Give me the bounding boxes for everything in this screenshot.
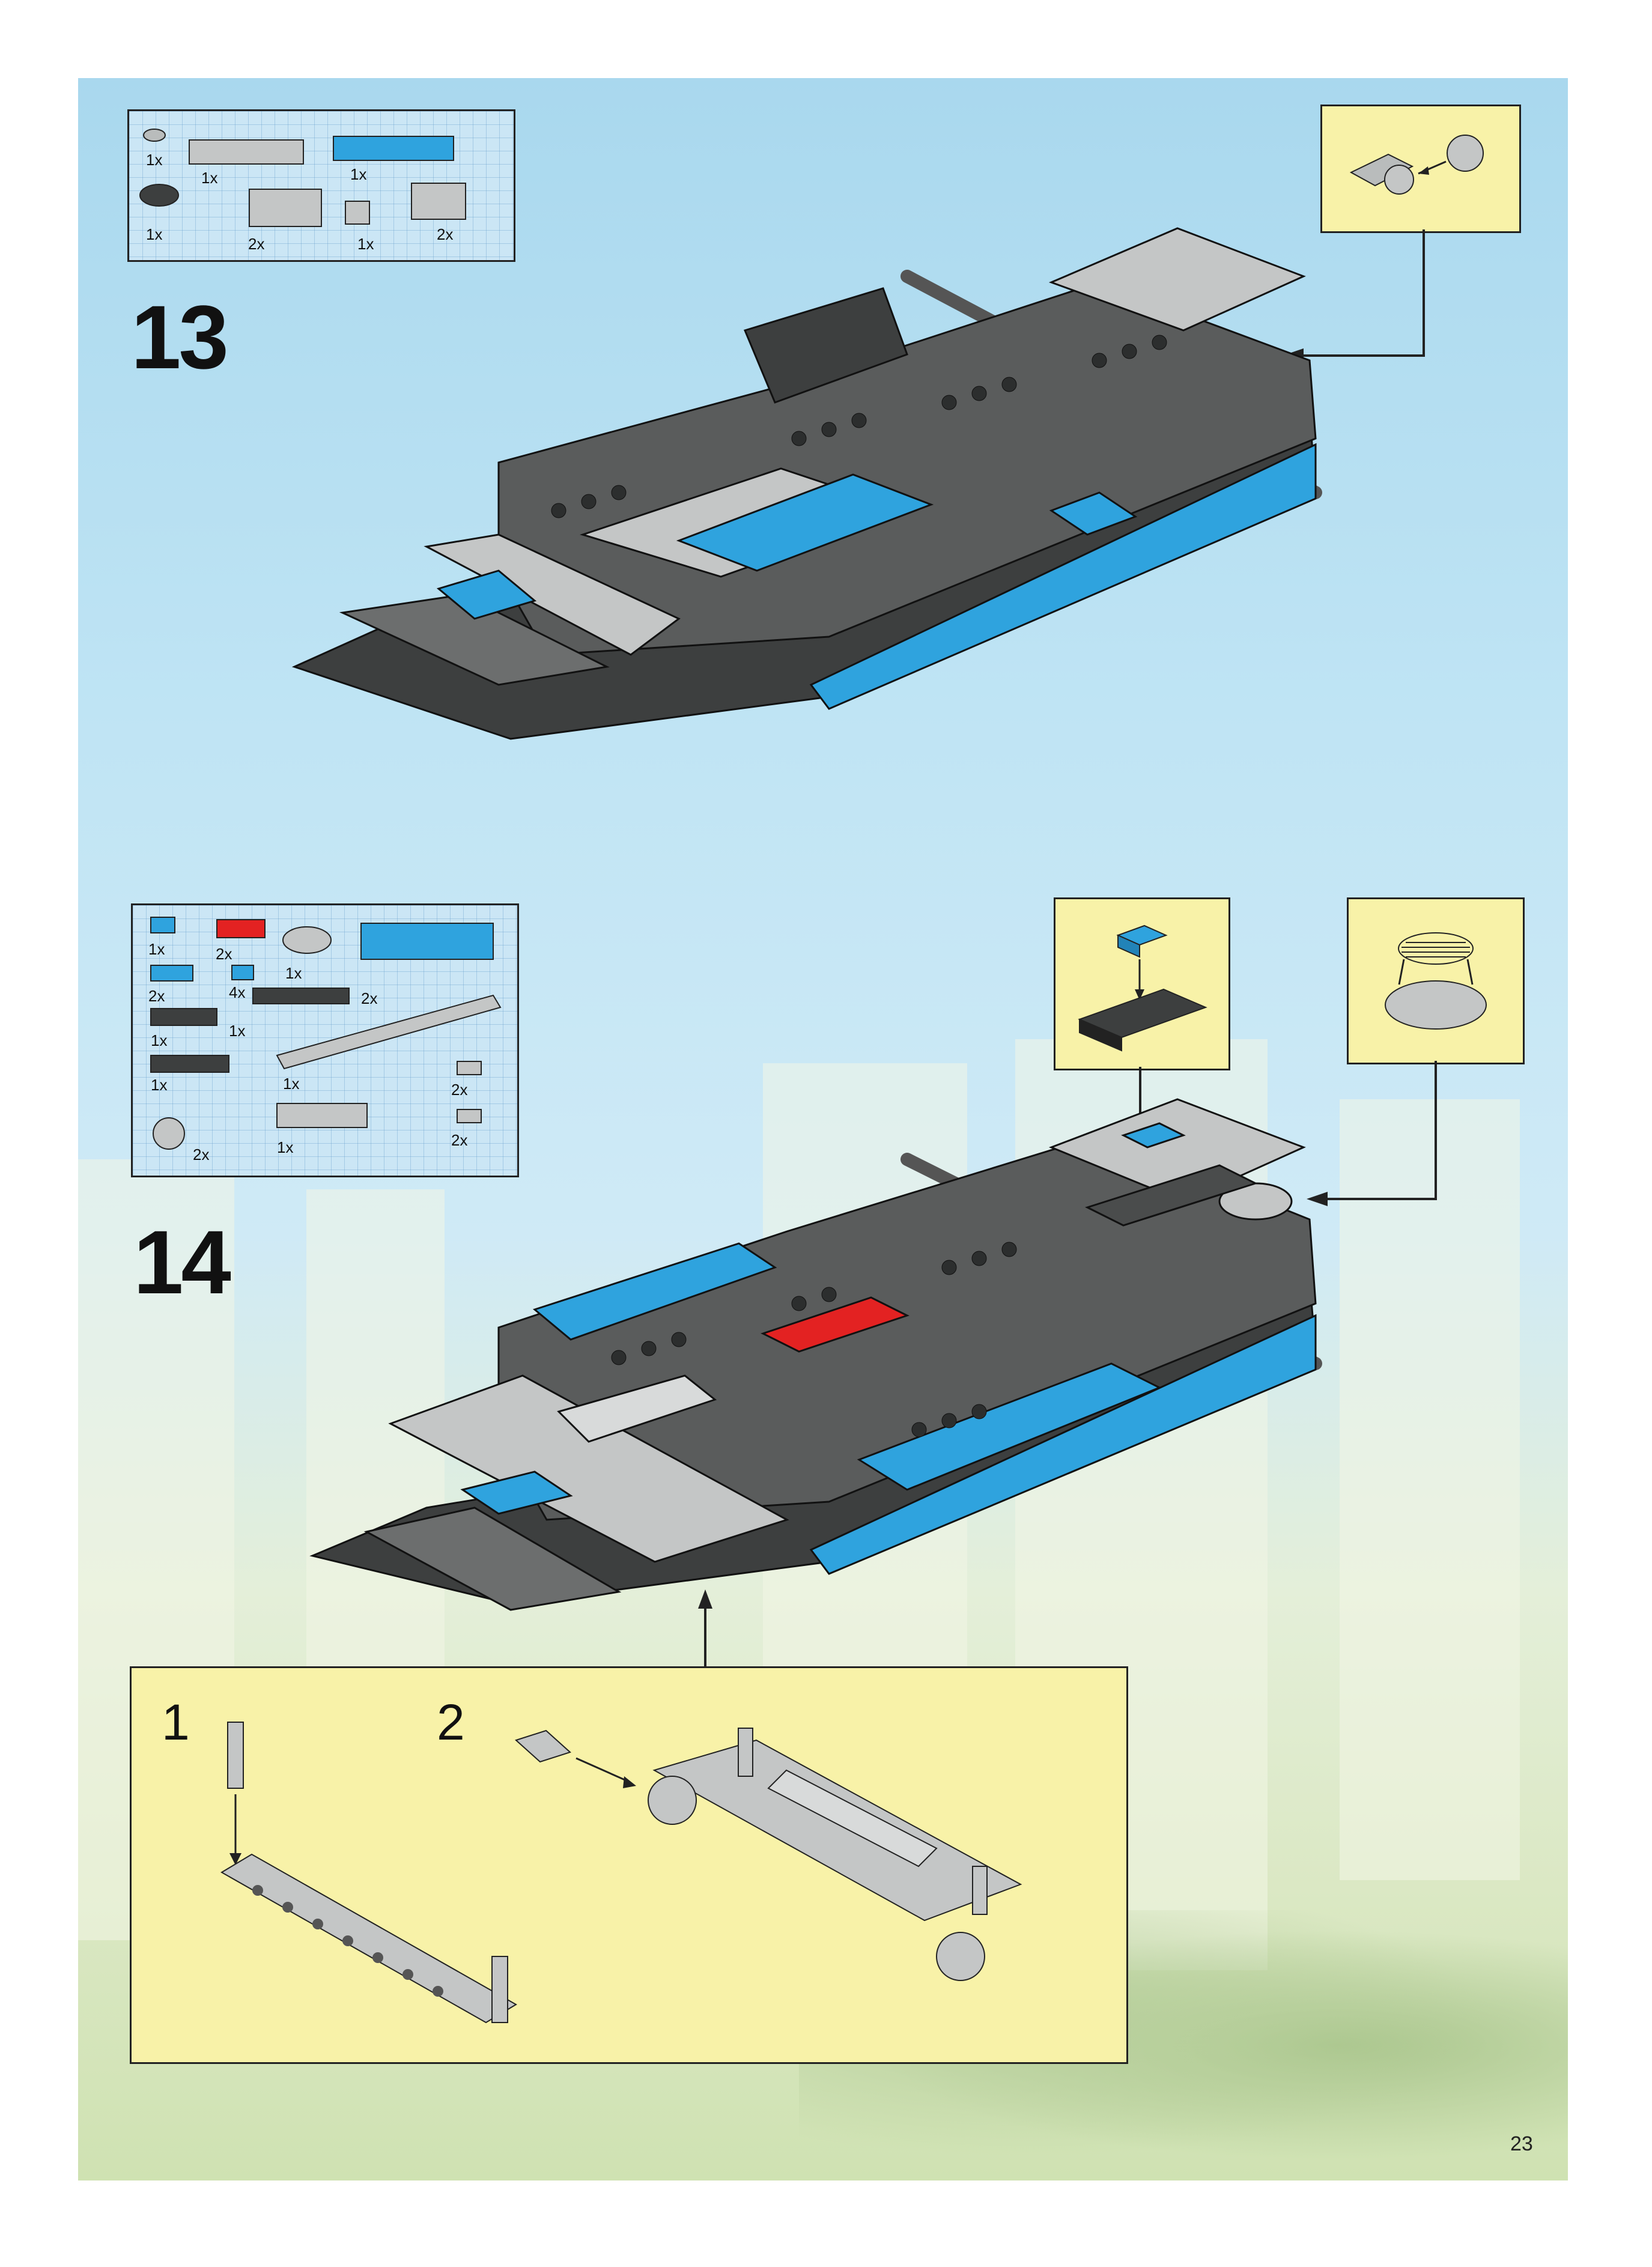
part-qty: 2x — [248, 235, 265, 253]
part-qty: 1x — [229, 1022, 246, 1040]
studs — [611, 1242, 1017, 1437]
callout-leader — [1298, 229, 1425, 357]
steering-rack — [652, 1739, 1022, 1922]
part-qty: 4x — [229, 983, 246, 1001]
leader-arrowhead — [698, 1589, 712, 1609]
steering-assembly — [388, 1374, 789, 1563]
substep-number: 1 — [162, 1694, 190, 1750]
step13-parts-art — [139, 129, 466, 227]
part-qty: 2x — [148, 987, 165, 1005]
steering-arm — [424, 533, 681, 656]
detail-art — [1078, 924, 1207, 1052]
step14-model — [309, 1061, 1437, 1666]
blue-plate — [676, 473, 934, 572]
friction-pin — [738, 1728, 753, 1777]
part-qty: 1x — [151, 1076, 168, 1094]
red-plate — [761, 1296, 910, 1353]
part-qty: 2x — [451, 1081, 468, 1099]
instruction-page: 1x 1x 1x 1x 2x 1x 2x 13 — [78, 78, 1568, 2181]
part-qty: 1x — [350, 165, 367, 183]
step14-substeps-callout: 1 2 — [130, 1666, 1128, 2064]
step13-parts-list: 1x 1x 1x 1x 2x 1x 2x — [127, 109, 515, 262]
part-qty: 1x — [201, 169, 218, 187]
part-qty: 2x — [193, 1146, 210, 1164]
step14-parts-art — [150, 917, 502, 1150]
grey-plate — [1048, 1098, 1306, 1203]
grille-lines — [1401, 942, 1470, 957]
substeps-art — [220, 1722, 1022, 2024]
friction-pin — [491, 1956, 508, 2023]
page-number: 23 — [1510, 2132, 1533, 2155]
part-qty: 2x — [216, 945, 232, 963]
part-qty: 1x — [357, 235, 374, 253]
part-qty: 2x — [437, 225, 454, 243]
step14-detail-callout-plate — [1054, 897, 1230, 1070]
step13-detail-callout — [1320, 105, 1521, 233]
chassis-blue-edge — [809, 443, 1317, 710]
axle-pin — [515, 1729, 571, 1763]
dark-brick — [743, 287, 908, 404]
technic-liftarm — [220, 1853, 517, 2024]
front-wedge — [363, 1507, 622, 1611]
step-number: 13 — [131, 287, 229, 387]
step14-parts-list: 1x 2x 1x 2x 4x 2x 1x 1x 1x 2x 1x 2x 1x 2… — [131, 903, 519, 1177]
blue-plate — [1121, 1122, 1186, 1149]
dark-tile — [1085, 1164, 1258, 1227]
friction-pin — [227, 1722, 244, 1789]
step-number: 14 — [133, 1212, 231, 1313]
front-wedge — [339, 593, 610, 686]
grey-plate — [1048, 227, 1306, 332]
gear-rack — [767, 1769, 938, 1868]
part-qty: 1x — [146, 151, 163, 169]
leader-arrowhead — [1307, 1192, 1328, 1206]
part-qty: 1x — [148, 940, 165, 958]
detail-art — [1385, 932, 1487, 1030]
blue-side-brick — [532, 1242, 777, 1341]
steering-knuckle — [936, 1932, 985, 1981]
gear-rack — [557, 1374, 717, 1443]
background-building — [1340, 1099, 1520, 1880]
friction-pin — [972, 1866, 988, 1915]
step13-model — [291, 227, 1425, 740]
part-qty: 2x — [361, 989, 378, 1007]
callout-leader — [1322, 1061, 1437, 1200]
part-qty: 1x — [283, 1075, 300, 1093]
part-qty: 1x — [151, 1031, 168, 1049]
part-qty: 1x — [285, 964, 302, 982]
chassis-blue-edge — [809, 1314, 1317, 1575]
detail-art — [1349, 135, 1484, 195]
part-qty: 1x — [277, 1138, 294, 1156]
steering-knuckle — [648, 1776, 697, 1825]
studs — [551, 335, 1167, 518]
blue-long-brick — [857, 1362, 1162, 1491]
blue-brick — [436, 569, 537, 620]
blue-brick — [1049, 491, 1138, 536]
part-qty: 1x — [146, 225, 163, 243]
blue-brick — [460, 1470, 573, 1515]
liftarm-holes — [252, 1885, 443, 1997]
part-qty: 2x — [451, 1131, 468, 1149]
substep-number: 2 — [437, 1694, 465, 1750]
